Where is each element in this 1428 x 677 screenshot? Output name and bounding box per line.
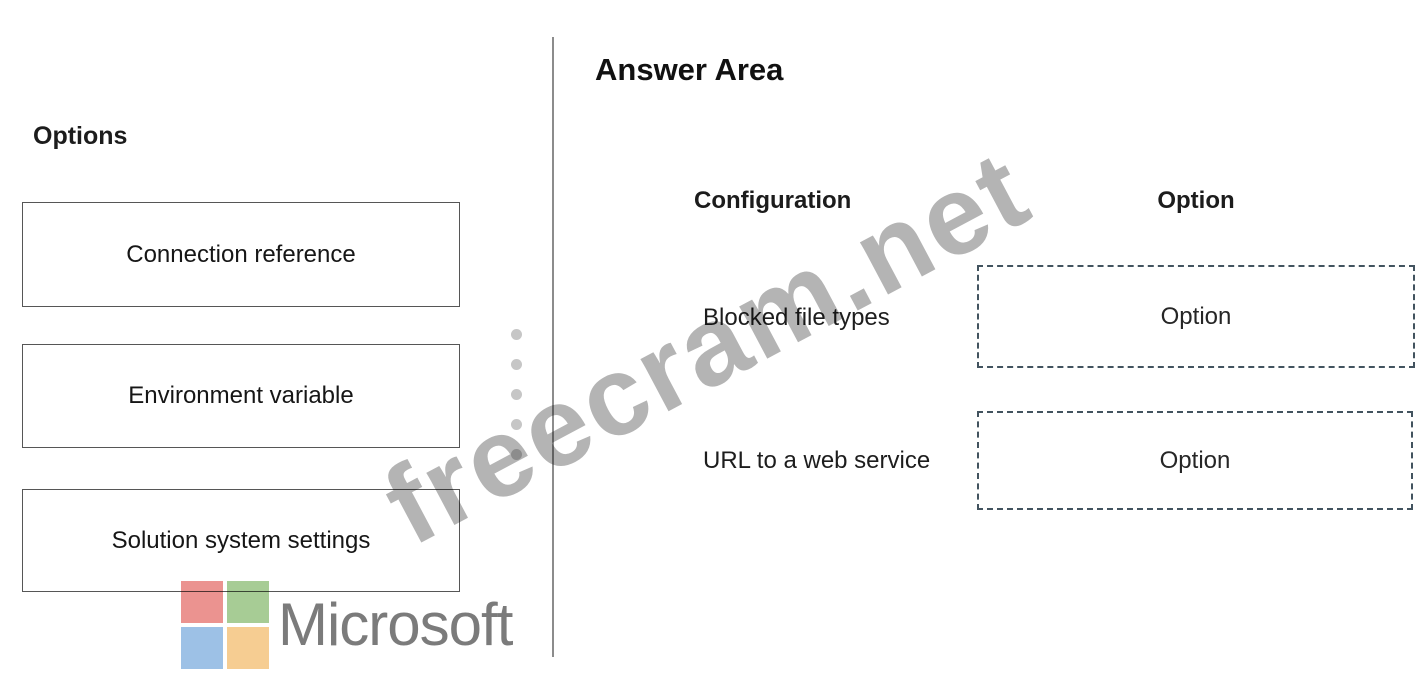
dot	[511, 329, 522, 340]
dropzone-placeholder-label: Option	[1159, 446, 1231, 474]
divider-dots-icon	[511, 329, 522, 479]
microsoft-four-squares-icon	[181, 581, 269, 669]
configuration-row-label-blocked-file-types: Blocked file types	[703, 304, 890, 331]
option-dropzone-blocked-file-types[interactable]: Option	[977, 265, 1415, 368]
answer-area-title: Answer Area	[595, 52, 784, 87]
dot	[511, 359, 522, 370]
option-source-environment-variable[interactable]: Environment variable	[22, 344, 460, 448]
option-source-label: Environment variable	[128, 382, 354, 409]
logo-square-green	[227, 581, 269, 623]
option-source-label: Solution system settings	[111, 526, 371, 554]
dot	[511, 449, 522, 460]
options-panel-title: Options	[33, 122, 128, 150]
logo-square-blue	[181, 627, 223, 669]
option-source-connection-reference[interactable]: Connection reference	[22, 202, 460, 307]
logo-square-red	[181, 581, 223, 623]
option-column-header: Option	[1157, 187, 1235, 214]
microsoft-logo: Microsoft	[181, 581, 513, 669]
configuration-column-header: Configuration	[694, 187, 852, 214]
option-dropzone-url-web-service[interactable]: Option	[977, 411, 1413, 510]
configuration-row-label-url-web-service: URL to a web service	[703, 447, 931, 474]
microsoft-logo-text: Microsoft	[278, 591, 513, 658]
dot	[511, 419, 522, 430]
dot	[511, 389, 522, 400]
logo-square-yellow	[227, 627, 269, 669]
vertical-divider	[552, 37, 554, 657]
option-source-solution-system-settings[interactable]: Solution system settings	[22, 489, 460, 592]
option-source-label: Connection reference	[126, 240, 356, 268]
dropzone-placeholder-label: Option	[1160, 302, 1232, 330]
